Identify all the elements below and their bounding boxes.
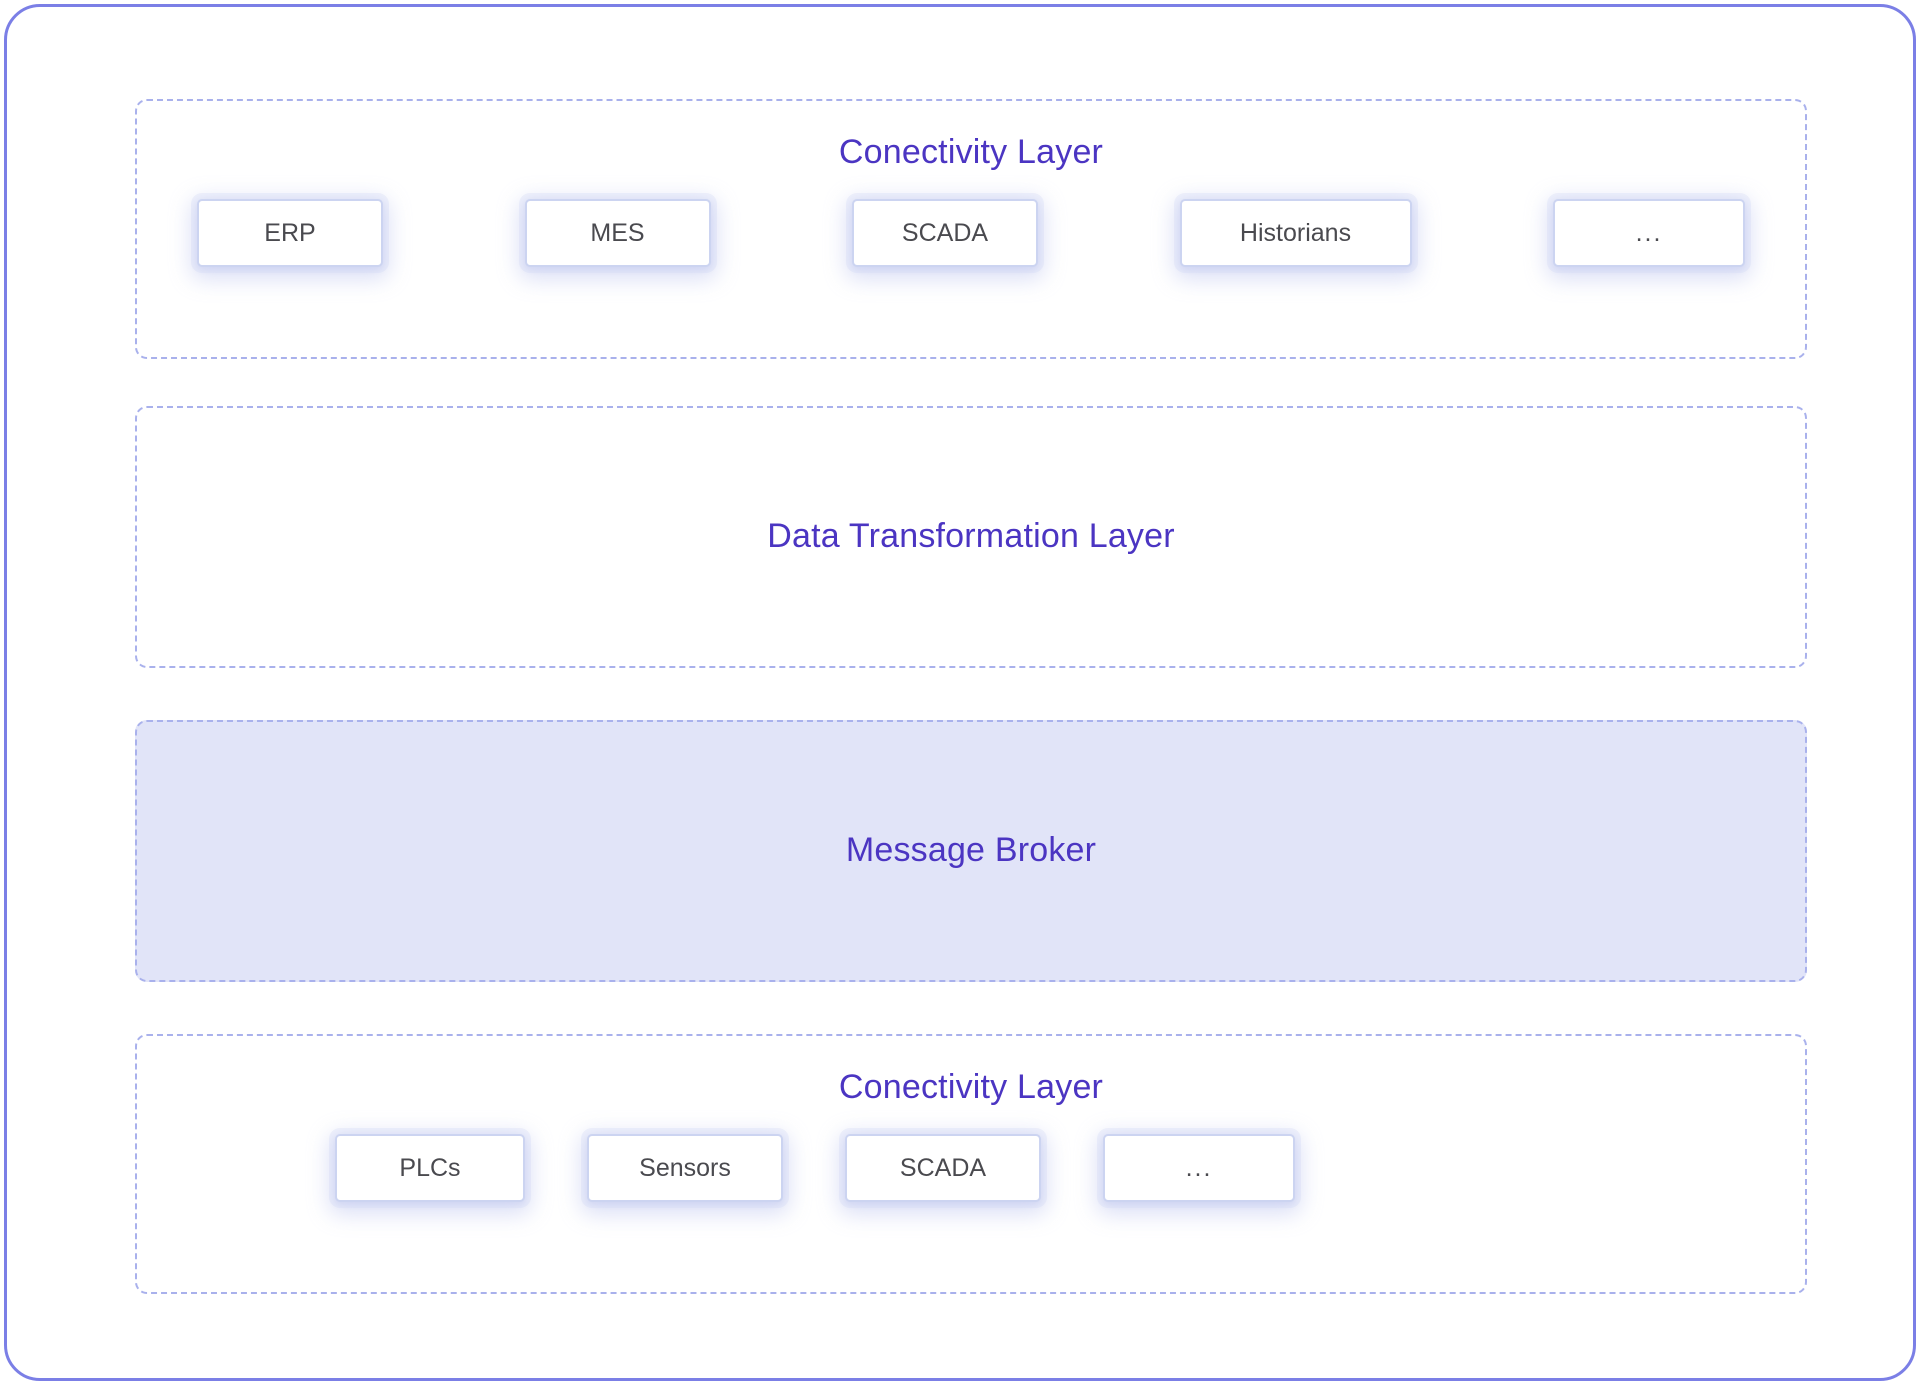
layer-connectivity-bottom: Conectivity Layer PLCs Sensors SCADA ... xyxy=(135,1034,1807,1294)
layer-title-data-transformation: Data Transformation Layer xyxy=(767,517,1175,556)
node-label: MES xyxy=(590,218,645,247)
layer-title-connectivity-top: Conectivity Layer xyxy=(838,133,1104,171)
node-plcs[interactable]: PLCs xyxy=(335,1134,525,1203)
layer-data-transformation: Data Transformation Layer xyxy=(135,406,1807,668)
node-label: ERP xyxy=(264,218,316,247)
node-label: Historians xyxy=(1239,218,1352,247)
layer-title-message-broker: Message Broker xyxy=(845,831,1097,870)
node-more-top[interactable]: ... xyxy=(1553,199,1745,268)
node-row-connectivity-bottom: PLCs Sensors SCADA ... xyxy=(137,1134,1805,1203)
node-label: ... xyxy=(1635,218,1663,247)
node-more-bottom[interactable]: ... xyxy=(1103,1134,1295,1203)
diagram-outer-frame: Conectivity Layer ERP MES SCADA Historia… xyxy=(4,4,1916,1381)
layer-stack: Conectivity Layer ERP MES SCADA Historia… xyxy=(135,99,1807,1305)
node-scada-bottom[interactable]: SCADA xyxy=(845,1134,1041,1203)
node-label: PLCs xyxy=(399,1153,461,1182)
layer-title-connectivity-bottom: Conectivity Layer xyxy=(838,1068,1104,1106)
node-label: Sensors xyxy=(639,1153,731,1182)
node-mes[interactable]: MES xyxy=(524,199,711,268)
node-label: SCADA xyxy=(901,218,989,247)
layer-connectivity-top: Conectivity Layer ERP MES SCADA Historia… xyxy=(135,99,1807,359)
node-scada-top[interactable]: SCADA xyxy=(852,199,1038,268)
node-erp[interactable]: ERP xyxy=(197,199,383,268)
node-sensors[interactable]: Sensors xyxy=(587,1134,783,1203)
node-row-connectivity-top: ERP MES SCADA Historians ... xyxy=(137,199,1805,268)
layer-message-broker: Message Broker xyxy=(135,720,1807,982)
node-historians[interactable]: Historians xyxy=(1179,199,1412,268)
node-label: ... xyxy=(1185,1153,1213,1182)
node-label: SCADA xyxy=(899,1153,987,1182)
